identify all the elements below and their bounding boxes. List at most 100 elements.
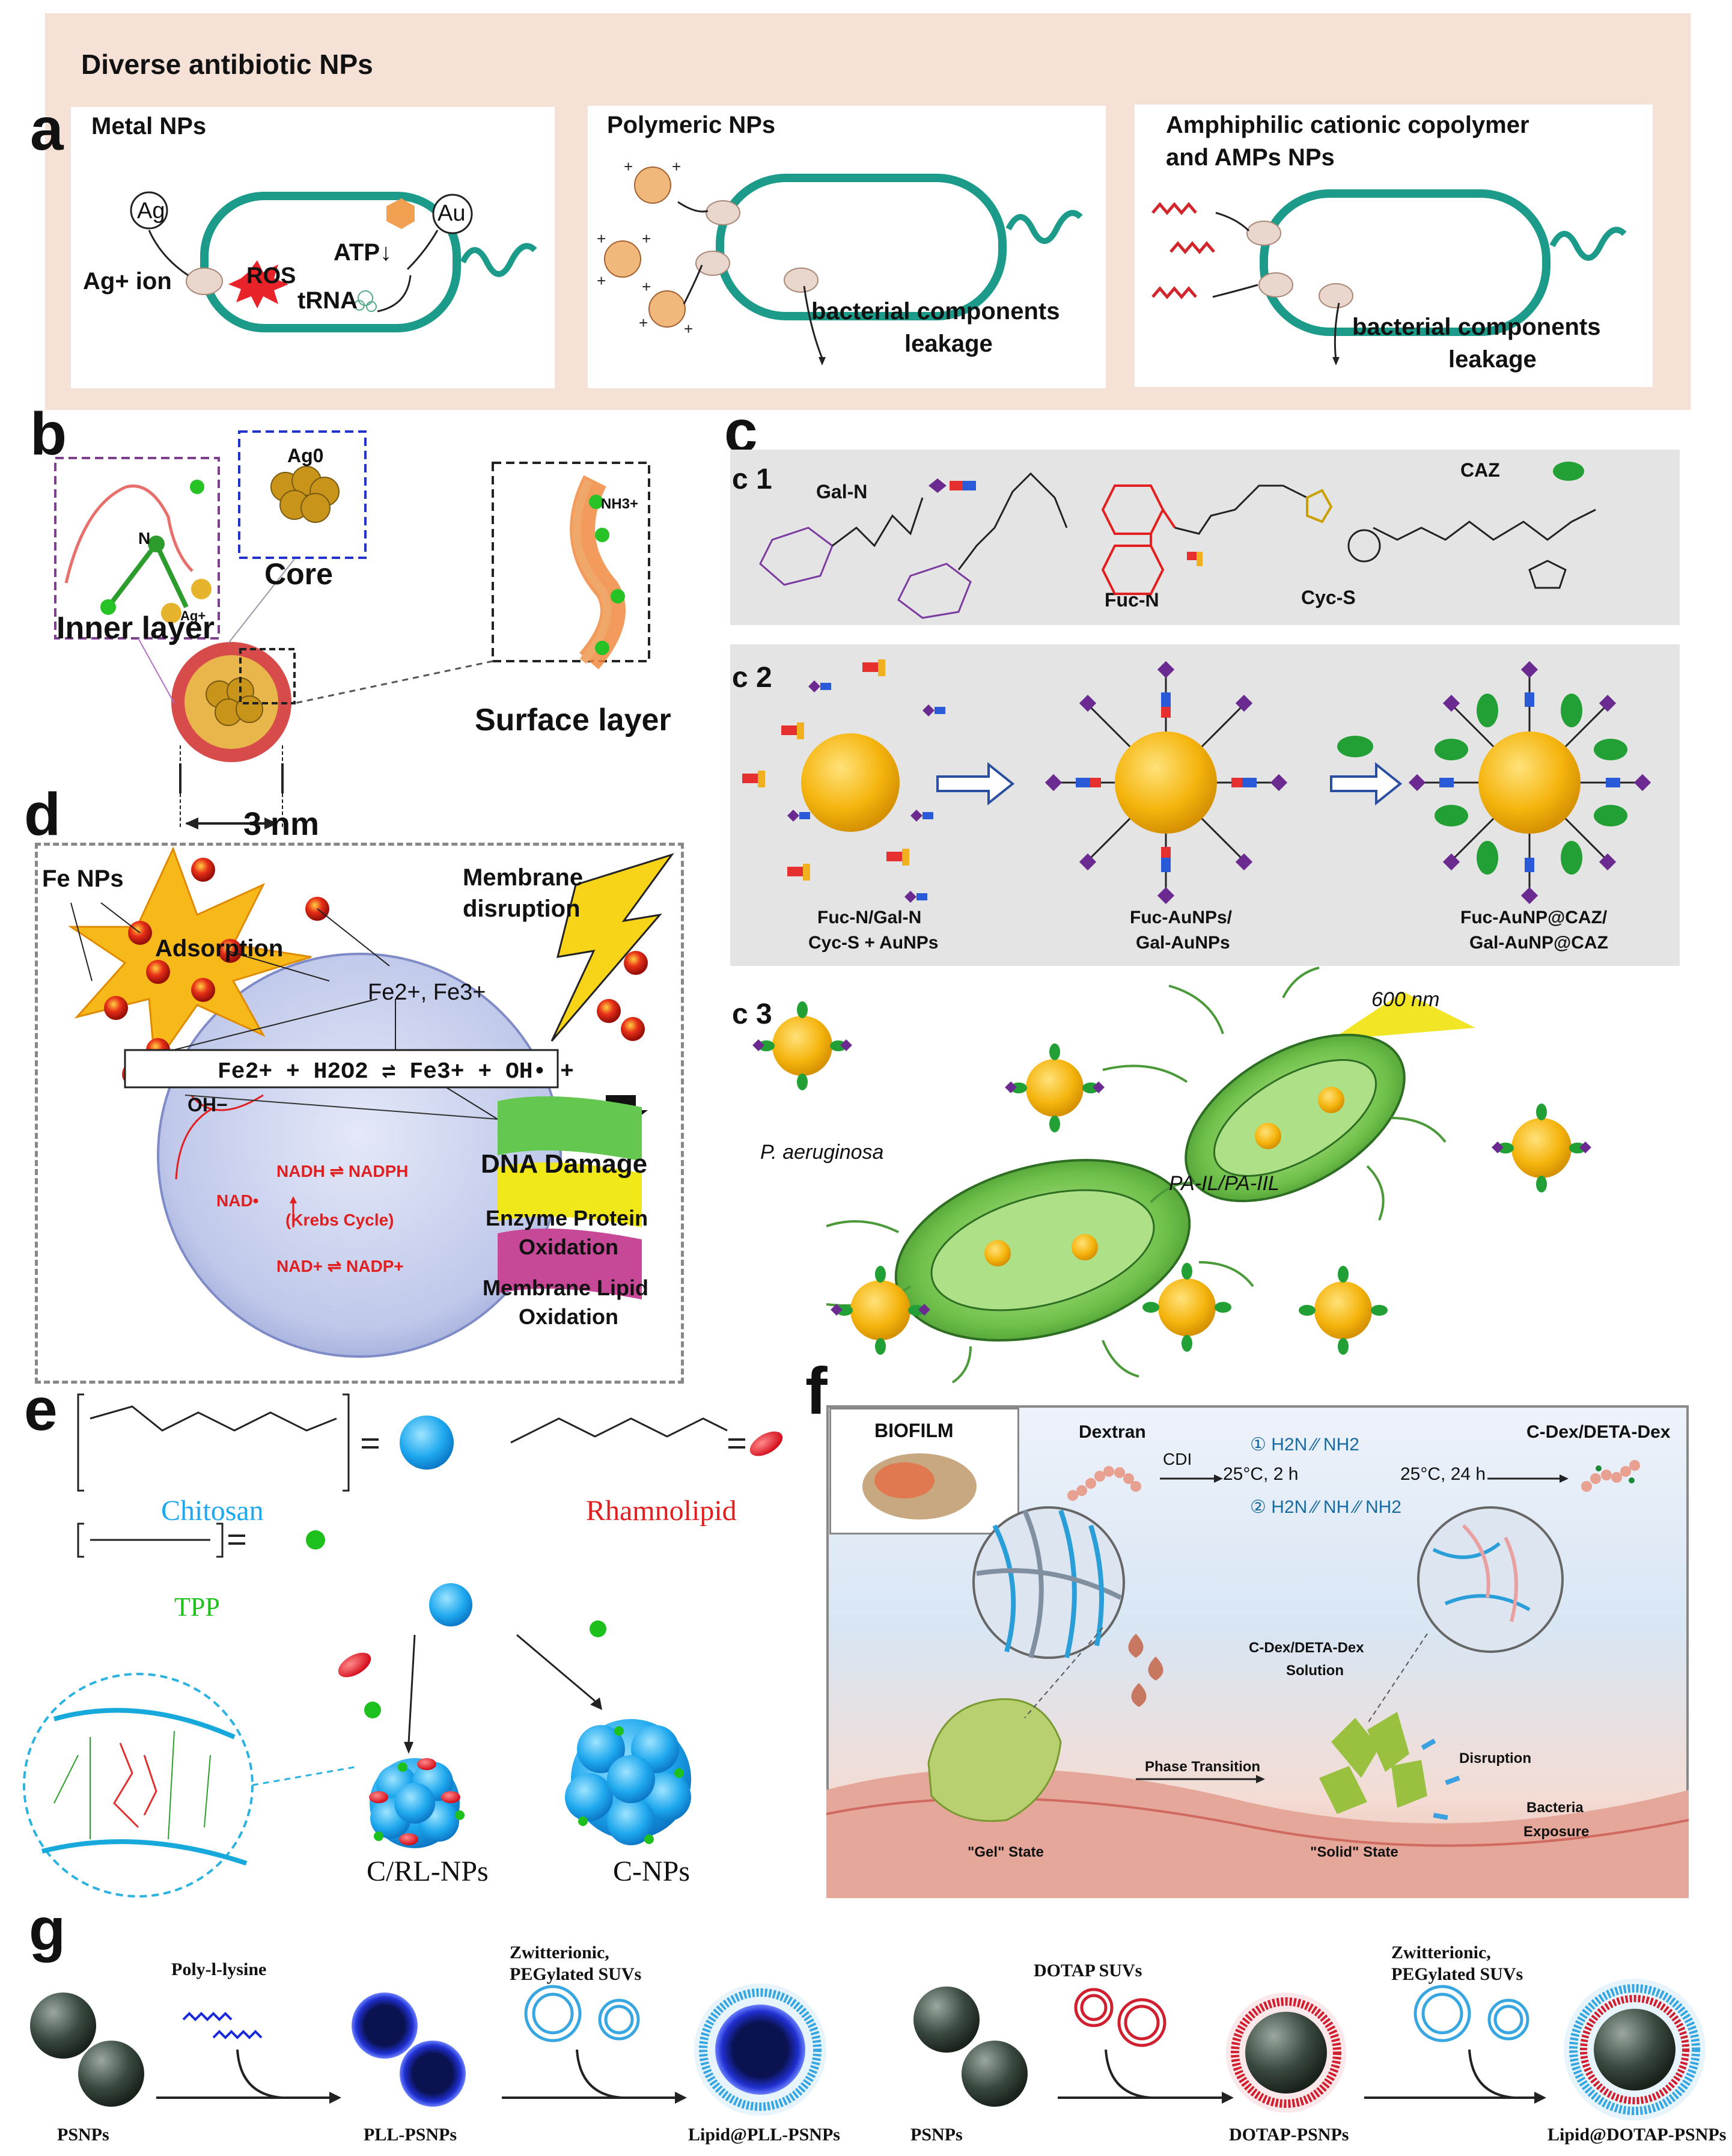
- ag-ion-label: Ag+ ion: [83, 268, 172, 295]
- panel-e-letter: e: [24, 1376, 58, 1443]
- zwitterionic-1-label: Zwitterionic,: [510, 1943, 609, 1962]
- c3-diagram: [752, 967, 1591, 1384]
- zwitterionic-1-sub: PEGylated SUVs: [510, 1964, 642, 1984]
- c3-wavelength: 600 nm: [1371, 988, 1440, 1011]
- svg-text:+: +: [642, 230, 651, 248]
- gal-n-label: Gal-N: [816, 481, 868, 502]
- caz-label: CAZ: [1460, 459, 1500, 481]
- fe-ions-label: Fe2+, Fe3+: [368, 980, 486, 1005]
- c2-caption-2a: Fuc-AuNPs/: [1130, 908, 1233, 927]
- nadh-label: NADH ⇌ NADPH: [276, 1162, 409, 1180]
- panel-d-diagram: [68, 846, 674, 1358]
- solution-label-1: C-Dex/DETA-Dex: [1249, 1640, 1364, 1656]
- psnps-label-1: PSNPs: [57, 2125, 109, 2145]
- c1-structures: [759, 462, 1596, 619]
- disruption-label: Disruption: [1459, 1750, 1531, 1767]
- amphiphilic-diagram: [1151, 189, 1627, 365]
- au-label: Au: [438, 201, 466, 226]
- atp-label: ATP↓: [334, 239, 392, 266]
- amphiphilic-title-2: and AMPs NPs: [1166, 144, 1335, 171]
- surface-layer-label: Surface layer: [475, 703, 671, 737]
- amphiphilic-title-1: Amphiphilic cationic copolymer: [1166, 112, 1529, 138]
- fe-nps-label: Fe NPs: [42, 866, 124, 892]
- svg-text:+: +: [597, 230, 606, 248]
- trna-label: tRNA: [297, 287, 358, 314]
- nad-radical-label: NAD•: [216, 1191, 259, 1210]
- polymeric-leak-1: bacterial components: [811, 298, 1060, 325]
- membrane-label-1: Membrane: [463, 864, 584, 891]
- svg-text:+: +: [597, 272, 606, 290]
- c2-caption-2b: Gal-AuNPs: [1136, 933, 1230, 953]
- c1-background: [730, 450, 1680, 625]
- panel-f-letter: f: [805, 1354, 828, 1428]
- psnps-label-2: PSNPs: [910, 2125, 963, 2145]
- svg-text:+: +: [624, 157, 633, 176]
- dna-damage-label: DNA Damage: [481, 1149, 648, 1179]
- c2-label: c 2: [732, 662, 772, 694]
- metal-nps-diagram: [130, 191, 537, 332]
- polymeric-nps-title: Polymeric NPs: [607, 112, 776, 138]
- c3-label: c 3: [732, 998, 772, 1030]
- panel-b-diagram: [54, 430, 650, 829]
- amphiphilic-leak-2: leakage: [1448, 346, 1537, 373]
- inner-layer-label: Inner layer: [56, 611, 215, 646]
- amphiphilic-box: [1135, 105, 1653, 387]
- svg-text:+: +: [684, 320, 693, 338]
- panel-b-letter: b: [30, 400, 67, 468]
- enzyme-label-1: Enzyme Protein: [486, 1206, 648, 1230]
- cdi-label: CDI: [1163, 1450, 1192, 1468]
- product-label: C-Dex/DETA-Dex: [1526, 1422, 1671, 1442]
- c3-pa-label: P. aeruginosa: [760, 1141, 884, 1164]
- size-label: 3 nm: [243, 806, 320, 842]
- c3-lectin-label: PA-IL/PA-IIL: [1169, 1172, 1279, 1195]
- nh3-label: NH3+: [601, 496, 639, 512]
- c2-diagram: [742, 659, 1651, 905]
- ag-plus-label: Ag+: [180, 608, 206, 623]
- zwitterionic-2-sub: PEGylated SUVs: [1391, 1964, 1523, 1984]
- c2-caption-1a: Fuc-N/Gal-N: [817, 908, 922, 927]
- polymeric-leak-2: leakage: [904, 331, 993, 357]
- dotap-suv-label: DOTAP SUVs: [1034, 1961, 1142, 1980]
- crl-nps-label: C/RL-NPs: [367, 1855, 489, 1887]
- reagent-1: ① H2N ⁄⁄ NH2: [1250, 1435, 1359, 1455]
- pll-label: Poly-l-lysine: [171, 1959, 267, 1979]
- condition-2: 25°C, 24 h: [1400, 1464, 1486, 1484]
- lipid-label-1: Membrane Lipid: [483, 1275, 649, 1300]
- panel-d-letter: d: [24, 781, 61, 848]
- tpp-label: TPP: [174, 1592, 220, 1622]
- c2-caption-3b: Gal-AuNP@CAZ: [1469, 933, 1608, 953]
- panel-d-frame: [35, 843, 684, 1384]
- panel-a-title: Diverse antibiotic NPs: [81, 49, 373, 80]
- metal-nps-title: Metal NPs: [91, 113, 207, 139]
- n-label: N: [138, 529, 151, 548]
- solution-label-2: Solution: [1286, 1663, 1344, 1679]
- lipid-dotap-label: Lipid@DOTAP-PSNPs: [1548, 2125, 1727, 2145]
- phase-transition-label: Phase Transition: [1145, 1759, 1261, 1775]
- c2-caption-1b: Cyc-S + AuNPs: [808, 933, 939, 953]
- cyc-s-label: Cyc-S: [1301, 587, 1356, 608]
- panel-a-letter: a: [30, 96, 64, 163]
- ag0-label: Ag0: [287, 445, 324, 466]
- ros-label: ROS: [246, 263, 296, 289]
- polymeric-nps-diagram: ++++++++: [597, 157, 1083, 365]
- c2-caption-3a: Fuc-AuNP@CAZ/: [1460, 908, 1608, 927]
- amphiphilic-leak-1: bacterial components: [1352, 314, 1601, 340]
- core-label: Core: [264, 557, 333, 591]
- panel-e-diagram: [23, 1393, 783, 1898]
- svg-text:+: +: [672, 157, 681, 176]
- solid-state-label: "Solid" State: [1310, 1844, 1398, 1860]
- panel-f-diagram: [826, 1453, 1689, 1898]
- fenton-equation: Fe2+ + H2O2 ⇌ Fe3+ + OH• +: [218, 1059, 574, 1085]
- lipid-label-2: Oxidation: [519, 1304, 619, 1329]
- lipid-pll-label: Lipid@PLL-PSNPs: [688, 2125, 840, 2145]
- panel-g-letter: g: [29, 1896, 66, 1963]
- adsorption-label: Adsorption: [155, 935, 284, 962]
- ag-label: Ag: [137, 198, 165, 224]
- membrane-label-2: disruption: [463, 896, 581, 922]
- chitosan-label: Chitosan: [161, 1495, 264, 1527]
- dextran-label: Dextran: [1079, 1422, 1146, 1442]
- svg-text:+: +: [642, 278, 651, 296]
- reagent-2: ② H2N ⁄⁄ NH ⁄⁄ NH2: [1250, 1497, 1401, 1517]
- c1-label: c 1: [732, 463, 772, 495]
- condition-1: 25°C, 2 h: [1223, 1464, 1299, 1484]
